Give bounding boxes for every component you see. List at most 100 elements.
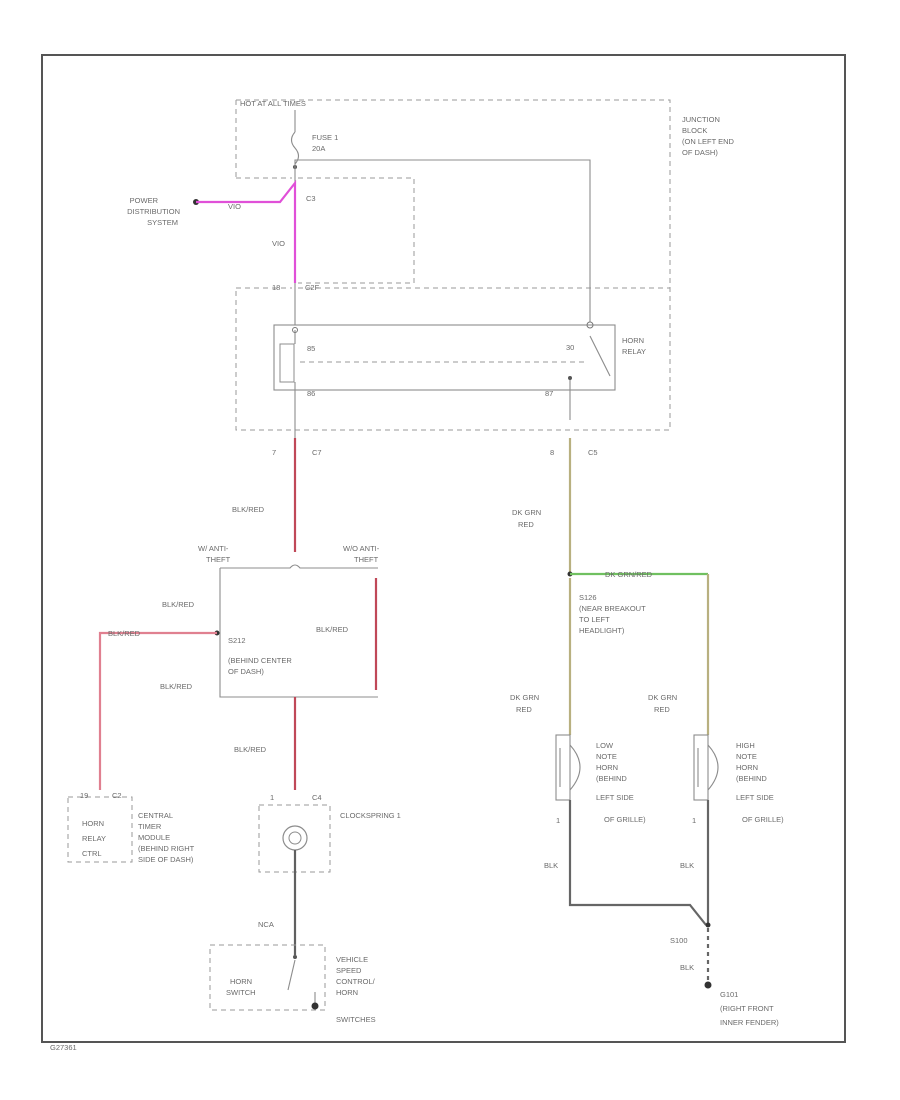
wire-blk-2: BLK — [680, 861, 694, 870]
relay-switch-feed-wire — [294, 159, 591, 322]
wire-dk-grn-red-3-line-1: DK GRN — [648, 693, 677, 702]
junction-block-line-4: OF DASH) — [682, 148, 718, 157]
wire-dk-grn-red-top: DK GRN/RED — [605, 570, 653, 579]
junction-block-line-2: BLOCK — [682, 126, 707, 135]
power-distribution-line-2: DISTRIBUTION — [127, 207, 180, 216]
pin-85-label: 85 — [307, 344, 315, 353]
clockspring-inner — [288, 831, 302, 845]
splice-s212-line-1: S212 — [228, 636, 246, 645]
central-timer-line-3: MODULE — [138, 833, 170, 842]
vehicle-speed-control-line-5: SWITCHES — [336, 1015, 376, 1024]
anti-theft-option-bar — [220, 564, 378, 569]
clockspring-outline — [258, 804, 331, 873]
high-note-horn-line-4: (BEHIND — [736, 774, 767, 783]
low-note-horn-bell — [569, 744, 581, 791]
high-note-horn-line-3: HORN — [736, 763, 758, 772]
vehicle-speed-control-line-3: CONTROL/ — [336, 977, 376, 986]
pin-1-high-label: 1 — [692, 816, 696, 825]
wo-anti-theft-line-2: THEFT — [354, 555, 379, 564]
wo-anti-theft-line-1: W/O ANTI- — [343, 544, 380, 553]
connector-c7-label: C7 — [312, 448, 322, 457]
pin-1-low-label: 1 — [556, 816, 560, 825]
splice-s212-line-3: OF DASH) — [228, 667, 264, 676]
pin-7-label: 7 — [272, 448, 276, 457]
ground-g101-symbol — [704, 981, 712, 989]
low-note-horn-line-6: OF GRILLE) — [604, 815, 646, 824]
horn-switch-outline — [209, 944, 326, 1011]
wire-blk-red-3: BLK/RED — [316, 625, 349, 634]
splice-s212-line-2: (BEHIND CENTER — [228, 656, 292, 665]
horn-relay-box — [273, 324, 616, 391]
pin-30-node — [586, 321, 594, 329]
fuse-label: FUSE 1 — [312, 133, 338, 142]
blk-red-wire-to-central-timer — [98, 631, 217, 790]
splice-s126-line-1: S126 — [579, 593, 597, 602]
high-note-horn-line-5: LEFT SIDE — [736, 793, 774, 802]
central-timer-line-5: SIDE OF DASH) — [138, 855, 194, 864]
connector-c2f-label: C2F — [305, 283, 320, 292]
low-note-horn-line-2: NOTE — [596, 752, 617, 761]
wire-blk-red-5: BLK/RED — [108, 629, 141, 638]
connector-c3-label: C3 — [306, 194, 316, 203]
corner-code: G27361 — [50, 1043, 77, 1052]
horn-switch-ground — [311, 1002, 319, 1010]
pin-87-label: 87 — [545, 389, 553, 398]
relay-coil — [279, 343, 295, 383]
horn-relay-ctrl-line-3: CTRL — [82, 849, 102, 858]
clockspring-symbol — [282, 825, 308, 851]
central-timer-line-1: CENTRAL — [138, 811, 173, 820]
central-timer-connector: C2 — [112, 791, 122, 800]
connector-c5-label: C5 — [588, 448, 598, 457]
wire-blk-red-4: BLK/RED — [160, 682, 193, 691]
pin-85-node — [292, 327, 298, 333]
horn-switch-line-1: HORN — [230, 977, 252, 986]
power-distribution-line-1: POWER — [130, 196, 159, 205]
wire-blk-3: BLK — [680, 963, 694, 972]
wire-blk-red-2: BLK/RED — [162, 600, 195, 609]
wire-dk-grn-red-3-line-2: RED — [654, 705, 670, 714]
splice-s100-node — [705, 922, 711, 928]
power-distribution-line-3: SYSTEM — [147, 218, 178, 227]
pin-87-node — [568, 376, 572, 380]
central-timer-line-2: TIMER — [138, 822, 162, 831]
junction-block-line-3: (ON LEFT END — [682, 137, 735, 146]
high-note-horn-line-2: NOTE — [736, 752, 757, 761]
high-note-horn-body — [693, 734, 709, 801]
horn-relay-ctrl-line-1: HORN — [82, 819, 104, 828]
splice-s212-box — [219, 568, 378, 698]
pin-18-label: 18 — [272, 283, 280, 292]
wire-dk-grn-red-1-line-2: RED — [518, 520, 534, 529]
pin-8-label: 8 — [550, 448, 554, 457]
wire-blk-red-1: BLK/RED — [232, 505, 265, 514]
horn-relay-ctrl-line-2: RELAY — [82, 834, 106, 843]
horn-relay-line-2: RELAY — [622, 347, 646, 356]
wire-blk-1: BLK — [544, 861, 558, 870]
horn-switch-line-2: SWITCH — [226, 988, 256, 997]
vehicle-speed-control-line-4: HORN — [336, 988, 358, 997]
central-timer-pin: 19 — [80, 791, 88, 800]
vio-top-label: VIO — [228, 202, 241, 211]
splice-s126-line-4: HEADLIGHT) — [579, 626, 625, 635]
relay-switch-contact — [589, 335, 611, 377]
junction-block-line-1: JUNCTION — [682, 115, 720, 124]
central-timer-line-4: (BEHIND RIGHT — [138, 844, 195, 853]
vehicle-speed-control-line-2: SPEED — [336, 966, 362, 975]
ground-g101-line-2: (RIGHT FRONT — [720, 1004, 774, 1013]
connector-c3-outline — [298, 177, 415, 284]
pin-86-label: 86 — [307, 389, 315, 398]
high-note-horn-bell — [707, 744, 719, 791]
fuse-1-symbol — [290, 131, 300, 165]
wire-dk-grn-red-1-line-1: DK GRN — [512, 508, 541, 517]
splice-s126-line-3: TO LEFT — [579, 615, 610, 624]
vio-vertical-label: VIO — [272, 239, 285, 248]
pin-30-label: 30 — [566, 343, 574, 352]
fuse-rating: 20A — [312, 144, 325, 153]
high-note-horn-line-6: OF GRILLE) — [742, 815, 784, 824]
low-note-horn-line-5: LEFT SIDE — [596, 793, 634, 802]
low-note-horn-line-3: HORN — [596, 763, 618, 772]
horn-switch-blade — [287, 959, 296, 991]
w-anti-theft-line-1: W/ ANTI- — [198, 544, 229, 553]
central-timer-module-outline — [67, 796, 133, 863]
wire-blk-red-6: BLK/RED — [234, 745, 267, 754]
